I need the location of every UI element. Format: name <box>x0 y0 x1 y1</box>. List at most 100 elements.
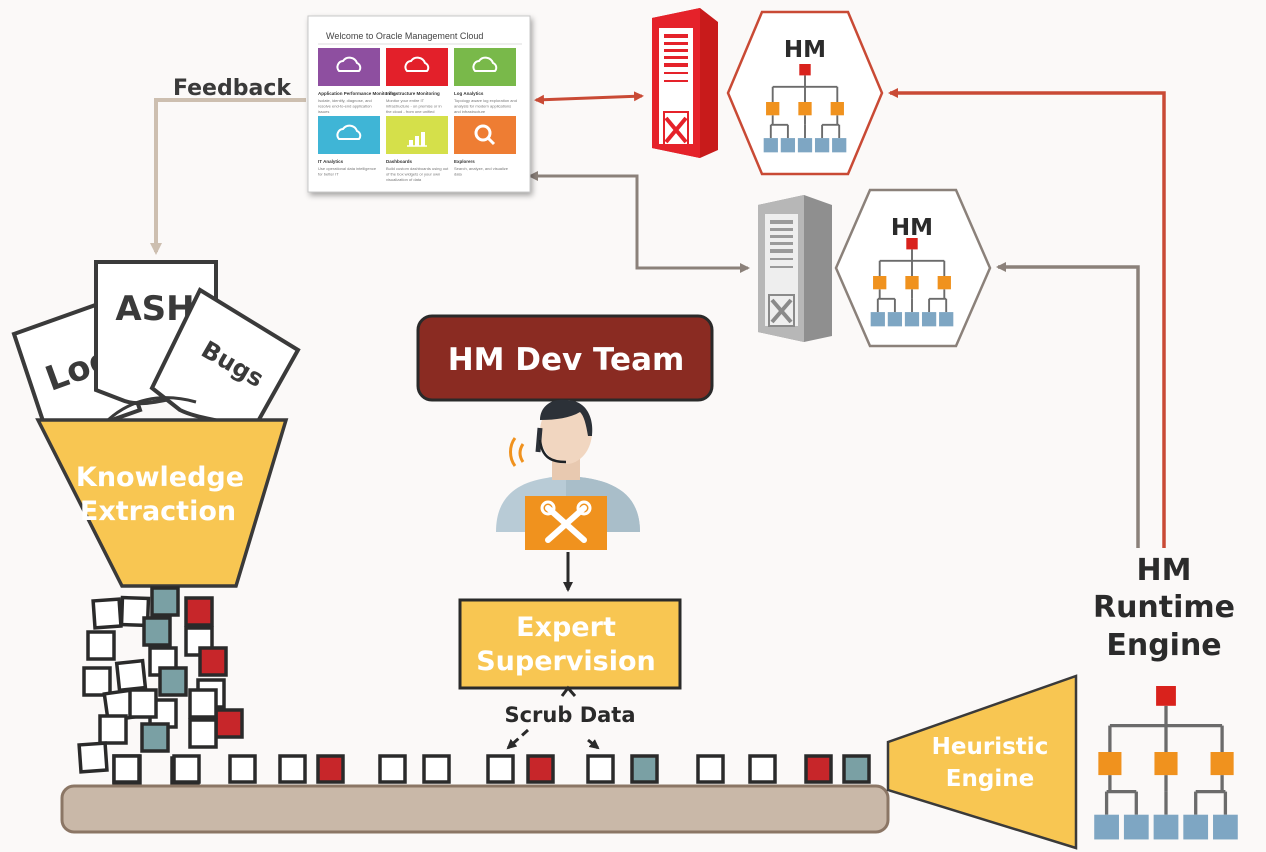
scrub-left-arrow <box>506 728 530 750</box>
expert-supervision-box <box>458 598 682 690</box>
data-squares-pile <box>77 586 244 787</box>
hm-mid-hexagon <box>834 188 992 348</box>
data-square <box>278 754 307 784</box>
runtime-line2: Runtime <box>1093 590 1235 625</box>
tile-description: of the box widgets or your own <box>386 172 440 177</box>
dashboard-gray-server-arrow <box>528 171 750 273</box>
scrub-data-label: Scrub Data <box>504 703 635 727</box>
tile-heading: Application Performance Monitoring <box>318 91 396 96</box>
feedback-arrow <box>150 98 306 255</box>
knowledge-line2: Extraction <box>80 496 236 527</box>
conveyor-belt <box>60 784 890 834</box>
data-square <box>91 597 123 630</box>
dashboard-tile: Application Performance MonitoringIsolat… <box>318 48 396 114</box>
data-square <box>158 666 188 697</box>
tile-description: Build custom dashboards using out <box>386 166 449 171</box>
bar-chart-icon <box>407 132 427 147</box>
data-square <box>188 718 218 749</box>
tile-description: issues <box>318 109 329 114</box>
cloud-server-icon <box>404 56 430 72</box>
data-square <box>184 596 214 627</box>
expert-line1: Expert <box>516 612 616 643</box>
gray-server-icon <box>758 195 832 342</box>
runtime-to-mid-hm-arrow <box>996 262 1140 548</box>
tile-description: for better IT <box>318 172 339 177</box>
tile-description: the cloud - from one unified <box>386 109 434 114</box>
dashboard-title: Welcome to Oracle Management Cloud <box>326 31 483 41</box>
data-square <box>142 616 172 647</box>
data-square <box>172 754 201 784</box>
heuristic-line2: Engine <box>946 766 1034 792</box>
data-square <box>140 722 170 753</box>
runtime-line3: Engine <box>1106 628 1221 663</box>
data-square <box>214 708 244 739</box>
oracle-management-cloud-dashboard <box>307 15 531 193</box>
data-square <box>630 754 659 784</box>
data-square <box>748 754 777 784</box>
data-square <box>86 630 116 661</box>
dev-team-label: HM Dev Team <box>448 342 685 378</box>
heuristic-engine-funnel <box>886 674 1078 850</box>
tile-description: Topology aware log exploration and <box>454 98 517 103</box>
belt-squares <box>112 754 871 784</box>
data-square <box>77 741 109 774</box>
data-square <box>114 658 148 693</box>
data-square <box>112 754 141 784</box>
tile-description: Use operational data intelligence <box>318 166 377 171</box>
hierarchy-tree-icon <box>1094 686 1238 840</box>
ash-label: ASH <box>115 289 194 329</box>
magnifier-icon <box>474 124 496 146</box>
data-square <box>82 666 112 697</box>
red-server-icon <box>652 8 718 158</box>
tile-description: and infrastructure <box>454 109 486 114</box>
knowledge-line1: Knowledge <box>76 462 244 493</box>
hm-top-label: HM <box>784 37 826 63</box>
dashboard-red-server-arrow <box>534 91 644 105</box>
tile-heading: Dashboards <box>386 159 413 164</box>
runtime-to-top-hm-arrow <box>888 88 1166 548</box>
tile-heading: Explorers <box>454 159 475 164</box>
data-square <box>422 754 451 784</box>
tile-description: infrastructure - on premise or in <box>386 104 442 109</box>
cloud-gauge-icon <box>336 56 362 72</box>
data-square <box>188 688 218 719</box>
data-square <box>842 754 871 784</box>
data-square <box>316 754 345 784</box>
runtime-line1: HM <box>1137 553 1192 588</box>
data-square <box>378 754 407 784</box>
data-square <box>119 595 151 628</box>
hierarchy-tree-icon <box>870 238 954 327</box>
data-square <box>526 754 555 784</box>
data-square <box>128 688 158 719</box>
cloud-log-icon <box>472 56 498 72</box>
data-square <box>98 714 128 745</box>
expert-line2: Supervision <box>476 646 656 677</box>
tile-description: Monitor your entire IT <box>386 98 425 103</box>
data-square <box>198 646 228 677</box>
feedback-label: Feedback <box>173 76 292 101</box>
data-square <box>150 586 180 617</box>
tile-heading: Infrastructure Monitoring <box>386 91 440 96</box>
scrub-right-arrow <box>587 738 600 750</box>
data-square <box>586 754 615 784</box>
tile-description: Search, analyze, and visualize <box>454 166 509 171</box>
tile-description: analysis for modern applications <box>454 104 511 109</box>
tile-description: resolve end-to-end application <box>318 104 372 109</box>
bugs-document: Bugs <box>149 287 301 435</box>
heuristic-line1: Heuristic <box>932 734 1049 760</box>
data-square <box>228 754 257 784</box>
knowledge-extraction-funnel <box>35 418 289 588</box>
hierarchy-tree-icon <box>763 64 847 153</box>
data-square <box>486 754 515 784</box>
tile-heading: Log Analytics <box>454 91 484 96</box>
tile-description: Isolate, identify, diagnose, and <box>318 98 372 103</box>
developer-with-headset-icon <box>496 399 640 550</box>
hm-mid-label: HM <box>891 215 933 241</box>
dashboard-tiles: Application Performance MonitoringIsolat… <box>318 48 517 182</box>
